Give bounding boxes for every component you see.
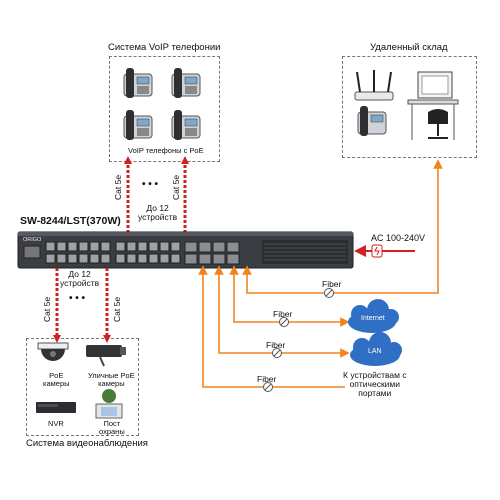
power-plug-icon: [371, 244, 383, 258]
uplink-dots: • • •: [142, 179, 159, 190]
ethernet-port: [115, 253, 126, 264]
voip-phone: [123, 110, 153, 140]
bullet-camera-icon: [86, 345, 126, 367]
fiber-connector-icon: [263, 382, 273, 392]
internet-cloud-label: Internet: [361, 315, 385, 322]
ethernet-port: [45, 241, 56, 252]
ethernet-port: [170, 241, 181, 252]
fiber-connector-icon: [324, 288, 334, 298]
ethernet-port: [78, 241, 89, 252]
fiber-label: Fiber: [266, 340, 286, 350]
cctv-group-title: Система видеонаблюдения: [26, 438, 148, 449]
ethernet-port: [56, 253, 67, 264]
fiber-link: [242, 159, 443, 294]
power-label: AC 100-240V: [371, 233, 426, 243]
dome-camera-icon: [37, 342, 69, 361]
downlink-device-count: До 12 устройств: [60, 269, 100, 288]
guard-post-label: Пост охраны: [99, 419, 125, 436]
voip-phone: [357, 106, 387, 136]
ethernet-ports: [45, 241, 181, 264]
uplink-device-count: До 12 устройств: [138, 203, 178, 222]
ethernet-port: [67, 253, 78, 264]
switch-model-label: SW-8244/LST(370W): [20, 215, 121, 227]
fiber-label: Fiber: [322, 279, 342, 289]
ethernet-port: [89, 253, 100, 264]
lan-cloud-label: LAN: [368, 348, 382, 355]
ethernet-port: [56, 241, 67, 252]
voip-group-title: Система VoIP телефонии: [108, 42, 221, 53]
voip-phone: [171, 110, 201, 140]
downlink-cable-right-label: Cat 5e: [112, 296, 122, 322]
lan-cloud-icon: [350, 332, 402, 366]
ethernet-port: [115, 241, 126, 252]
wifi-router-icon: [354, 70, 394, 101]
ethernet-port: [126, 241, 137, 252]
downlink-cable-left-label: Cat 5e: [42, 296, 52, 322]
fiber-connector-icon: [272, 348, 282, 358]
uplink-cable-right-label: Cat 5e: [171, 174, 181, 200]
ethernet-port: [170, 253, 181, 264]
ethernet-port: [78, 253, 89, 264]
internet-cloud-icon: [348, 299, 399, 333]
voip-phone: [123, 68, 153, 98]
switch-brand-logo: ORIGO: [23, 237, 42, 243]
optical-devices-label: К устройствам с оптическими портами: [343, 370, 407, 398]
fiber-label: Fiber: [273, 309, 293, 319]
ethernet-port: [89, 241, 100, 252]
nvr-label: NVR: [48, 419, 64, 428]
switch-vent-grille: [262, 240, 348, 264]
security-post-icon: [95, 389, 123, 419]
uplink-cable-left-label: Cat 5e: [113, 174, 123, 200]
fiber-link: [214, 265, 350, 358]
ethernet-port: [148, 253, 159, 264]
ethernet-port: [67, 241, 78, 252]
ethernet-port: [100, 253, 111, 264]
fiber-link: [198, 265, 345, 388]
poe-cameras-label: PoE камеры: [43, 371, 70, 388]
voip-phone: [171, 68, 201, 98]
remote-group-title: Удаленный склад: [370, 42, 448, 53]
ethernet-port: [45, 253, 56, 264]
ethernet-port: [126, 253, 137, 264]
ethernet-port: [148, 241, 159, 252]
ethernet-port: [100, 241, 111, 252]
sfp-ports: [184, 241, 240, 265]
ethernet-port: [159, 253, 170, 264]
outdoor-cameras-label: Уличные PoE камеры: [88, 371, 135, 388]
downlink-dots: • • •: [69, 293, 86, 304]
voip-phones-caption: VoIP телефоны с PoE: [128, 146, 204, 155]
nvr-icon: [36, 402, 76, 413]
ethernet-port: [159, 241, 170, 252]
ethernet-port: [137, 253, 148, 264]
fiber-label: Fiber: [257, 374, 277, 384]
fiber-connector-icon: [279, 317, 289, 327]
ethernet-port: [137, 241, 148, 252]
workstation-icon: [407, 71, 459, 140]
